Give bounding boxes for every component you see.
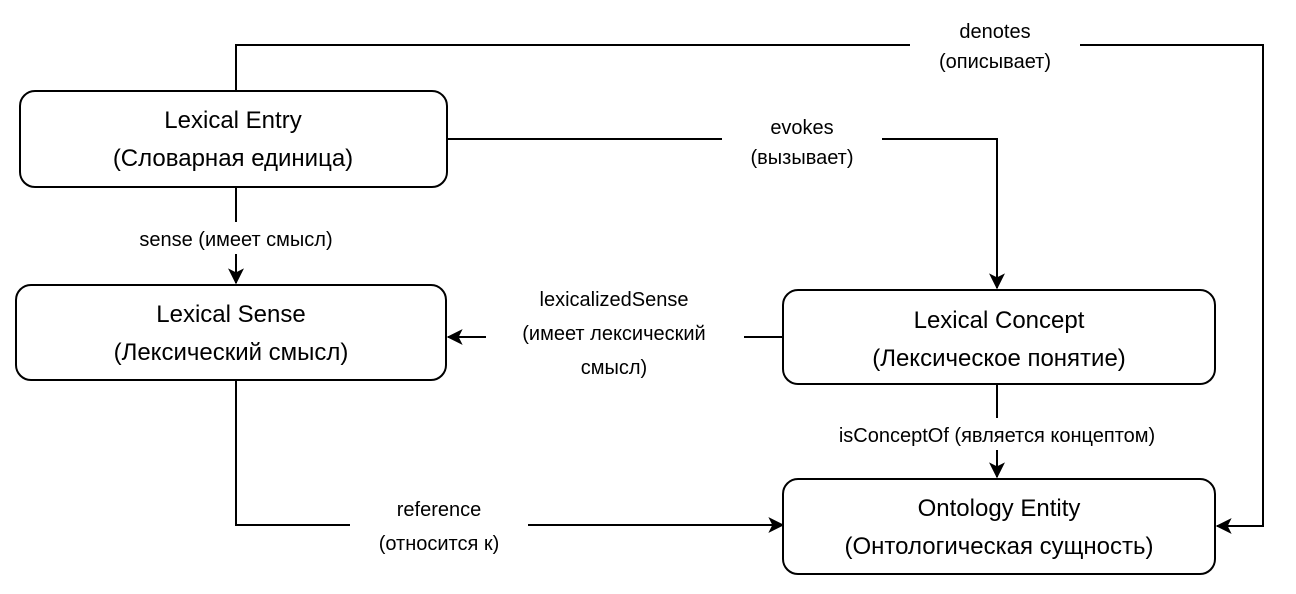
node-lexical-entry-title: Lexical Entry bbox=[164, 107, 301, 134]
node-lexical-concept-subtitle: (Лексическое понятие) bbox=[872, 345, 1126, 372]
node-ontology-entity[interactable]: Ontology Entity (Онтологическая сущность… bbox=[782, 478, 1216, 575]
node-lexical-entry[interactable]: Lexical Entry (Словарная единица) bbox=[19, 90, 448, 188]
node-lexical-sense[interactable]: Lexical Sense (Лексический смысл) bbox=[15, 284, 447, 381]
edge-label-denotes-line1: denotes bbox=[959, 21, 1030, 43]
node-lexical-concept[interactable]: Lexical Concept (Лексическое понятие) bbox=[782, 289, 1216, 385]
edge-label-is-concept-of-line1: isConceptOf (является концептом) bbox=[839, 425, 1155, 447]
edge-label-reference-line1: reference bbox=[397, 499, 482, 521]
edge-label-evokes-line2: (вызывает) bbox=[750, 147, 853, 169]
edge-label-reference-line2: (относится к) bbox=[379, 533, 500, 555]
node-ontology-entity-subtitle: (Онтологическая сущность) bbox=[845, 533, 1154, 560]
edge-label-lexicalized-sense-line2: (имеет лексический bbox=[522, 323, 705, 345]
edge-label-is-concept-of: isConceptOf (является концептом) bbox=[776, 418, 1218, 450]
edge-label-lexicalized-sense: lexicalizedSense (имеет лексический смыс… bbox=[486, 282, 744, 379]
edge-label-evokes-line1: evokes bbox=[770, 117, 833, 139]
edge-label-sense-line1: sense (имеет смысл) bbox=[139, 229, 332, 251]
edge-label-lexicalized-sense-line1: lexicalizedSense bbox=[540, 289, 689, 311]
edge-label-lexicalized-sense-line3: смысл) bbox=[581, 357, 647, 379]
edge-label-sense: sense (имеет смысл) bbox=[96, 222, 378, 254]
node-lexical-concept-title: Lexical Concept bbox=[914, 307, 1085, 334]
node-lexical-entry-subtitle: (Словарная единица) bbox=[113, 145, 353, 172]
node-ontology-entity-title: Ontology Entity bbox=[918, 495, 1081, 522]
edge-label-evokes: evokes (вызывает) bbox=[722, 110, 882, 172]
edge-reference-line bbox=[235, 380, 785, 533]
edge-label-denotes-line2: (описывает) bbox=[939, 51, 1051, 73]
edge-denotes-line bbox=[235, 44, 1264, 534]
edge-label-reference: reference (относится к) bbox=[350, 490, 528, 558]
edge-label-denotes: denotes (описывает) bbox=[910, 14, 1080, 76]
node-lexical-sense-title: Lexical Sense bbox=[156, 301, 305, 328]
node-lexical-sense-subtitle: (Лексический смысл) bbox=[114, 339, 349, 366]
edge-evokes-line bbox=[447, 138, 1005, 290]
